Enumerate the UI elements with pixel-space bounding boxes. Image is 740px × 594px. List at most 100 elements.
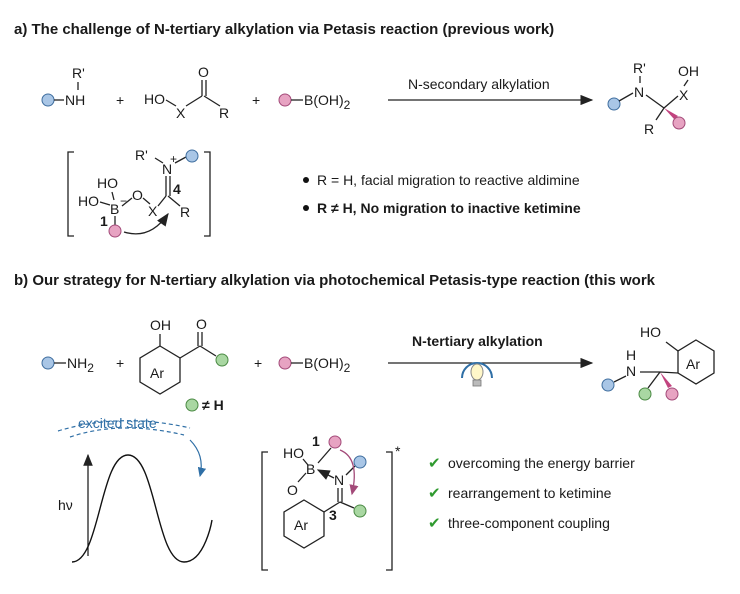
ts-ho2-label: HO [78, 193, 99, 209]
excited-state-curve [57, 420, 191, 432]
plus-sign: + [254, 355, 262, 371]
boronic-acid-reactant: B(OH)2 [278, 355, 351, 375]
ts-minus-label: − [120, 194, 127, 208]
acid-o-label: O [198, 64, 209, 80]
acid-ho-label: HO [144, 91, 165, 107]
check-item-1: overcoming the energy barrier [448, 455, 635, 471]
pink-substituent-ball [672, 116, 686, 130]
check-icon: ✔ [428, 485, 441, 502]
pink-substituent-ball [665, 387, 679, 401]
product-ar-label: Ar [686, 356, 700, 372]
svg-text:NH2: NH2 [67, 355, 94, 375]
blue-substituent-ball [353, 455, 367, 469]
left-bracket [261, 451, 268, 571]
ts-b-label: B [110, 201, 119, 217]
light-bulb-icon [461, 362, 493, 387]
green-substituent-ball [638, 387, 652, 401]
relaxation-arrow [189, 439, 207, 478]
ts-x-label: X [148, 203, 158, 219]
blue-substituent-ball [601, 378, 615, 392]
product-n-label: N [626, 363, 636, 379]
amine-nh-label: NH [65, 92, 85, 108]
ketone-o-label: O [196, 316, 207, 332]
amine-r-label: R' [72, 65, 85, 81]
ts-ho1-label: HO [97, 175, 118, 191]
pink-substituent-ball [278, 356, 292, 370]
boronic-subscript: 2 [344, 361, 351, 375]
cyclic-ho-label: HO [283, 445, 304, 461]
pink-substituent-ball [328, 435, 342, 449]
energy-diagram: excited state hν [57, 415, 213, 563]
product-ho-label: HO [640, 324, 661, 340]
amine-reactant: NH R' [41, 65, 85, 108]
product-oh-label: OH [678, 63, 699, 79]
ketone-reactant: Ar OH O ≠ H [139, 316, 229, 413]
excited-state-label: excited state [78, 415, 157, 431]
ketone-ar-label: Ar [150, 365, 164, 381]
product-b: Ar HO H N [601, 324, 715, 401]
blue-substituent-ball [185, 149, 199, 163]
product-h-label: H [626, 347, 636, 363]
section-b-title: b) Our strategy for N-tertiary alkylatio… [14, 272, 656, 289]
product-n-label: N [634, 84, 644, 100]
pink-substituent-ball [278, 93, 292, 107]
blue-substituent-ball [41, 356, 55, 370]
arrow-label-tertiary: N-tertiary alkylation [412, 333, 543, 349]
acid-x-label: X [176, 105, 186, 121]
right-bracket [386, 451, 393, 571]
plus-sign: + [116, 92, 124, 108]
svg-text:B(OH)2: B(OH)2 [304, 355, 351, 375]
blue-substituent-ball [41, 93, 55, 107]
amine-subscript: 2 [87, 361, 94, 375]
green-substituent-ball [185, 398, 199, 412]
boronic-label: B(OH) [304, 355, 344, 371]
ts-num4-label: 4 [173, 181, 181, 197]
plus-sign: + [116, 355, 124, 371]
amine-label: NH [67, 355, 87, 371]
cyclic-ar-label: Ar [294, 517, 308, 533]
migration-arrow [339, 449, 359, 496]
wedge-bond [664, 108, 678, 119]
blue-substituent-ball [607, 97, 621, 111]
transition-state-a: HO HO B − O X 4 R N + R' 1 [67, 147, 211, 238]
product-r1-label: R' [633, 60, 646, 76]
ketone-oh-label: OH [150, 317, 171, 333]
bullet-2-text: R ≠ H, No migration to inactive ketimine [317, 200, 581, 216]
plus-sign: + [252, 92, 260, 108]
wedge-bond [660, 372, 672, 388]
boronic-label: B(OH) [304, 92, 344, 108]
check-item-3: three-component coupling [448, 515, 610, 531]
right-bracket [204, 151, 211, 237]
arrow-label-secondary: N-secondary alkylation [408, 76, 550, 92]
migration-arrow [123, 212, 169, 235]
ts-r-label: R [180, 204, 190, 220]
energy-barrier-curve [71, 454, 213, 563]
boronic-subscript: 2 [344, 98, 351, 112]
check-item-2: rearrangement to ketimine [448, 485, 612, 501]
bullet-dot [303, 177, 309, 183]
product-a: N R' R X OH [607, 60, 699, 137]
primary-amine-reactant: NH2 [41, 355, 94, 375]
cyclic-b-label: B [306, 461, 315, 477]
neq-h-label: ≠ H [202, 397, 224, 413]
green-substituent-ball [353, 504, 367, 518]
acid-reactant: HO X O R [144, 64, 229, 121]
cyclic-n-label: N [334, 472, 344, 488]
acid-r-label: R [219, 105, 229, 121]
cyclic-o-label: O [287, 482, 298, 498]
check-icon: ✔ [428, 515, 441, 532]
cyclic-num1-label: 1 [312, 433, 320, 449]
advantages-list: ✔ overcoming the energy barrier ✔ rearra… [428, 455, 635, 532]
svg-text:B(OH)2: B(OH)2 [304, 92, 351, 112]
ts-n-label: N [162, 161, 172, 177]
cyclic-intermediate: * HO 1 B O Ar N 3 [261, 433, 401, 571]
cyclic-star-label: * [395, 443, 401, 459]
product-r-label: R [644, 121, 654, 137]
green-substituent-ball [215, 353, 229, 367]
product-x-label: X [679, 87, 689, 103]
check-icon: ✔ [428, 455, 441, 472]
bullet-dot [303, 205, 309, 211]
ts-o-label: O [132, 187, 143, 203]
ts-r1-label: R' [135, 147, 148, 163]
